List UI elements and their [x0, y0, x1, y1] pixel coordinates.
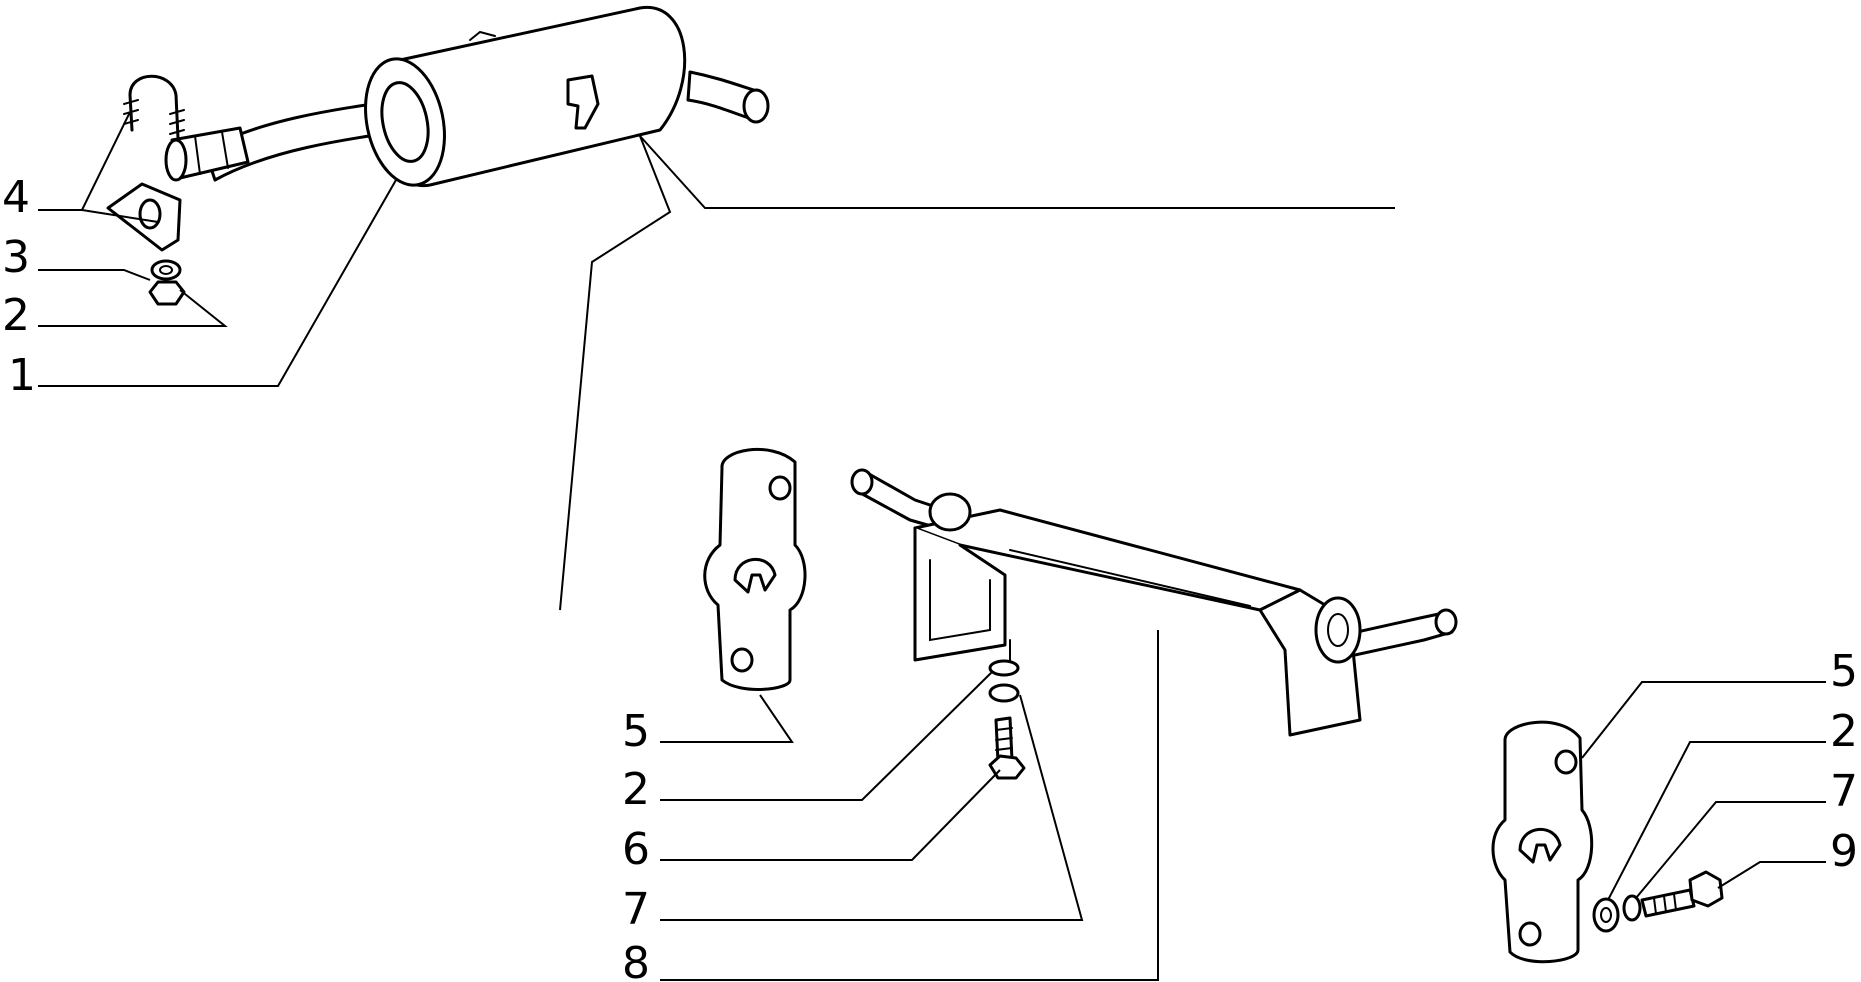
callout-3: 3: [2, 232, 30, 283]
callout-6: 6: [622, 824, 650, 875]
leader-lines: [38, 111, 1826, 981]
callout-7-right: 7: [1830, 766, 1858, 817]
callout-2-right: 2: [1830, 706, 1858, 757]
callout-numbers: 4 3 2 1 5 2 6 7 8 5 2 7 9: [2, 172, 1858, 982]
rubber-mount-right: [1491, 720, 1594, 964]
callout-5-mid: 5: [622, 706, 650, 757]
callout-8: 8: [622, 938, 650, 982]
rubber-mount-mid: [703, 448, 807, 691]
callout-2-mid: 2: [622, 764, 650, 815]
callout-7-mid: 7: [622, 884, 650, 935]
callout-5-right: 5: [1830, 646, 1858, 697]
u-bolt-clamp: [106, 74, 185, 252]
washer-bolt-right: [1592, 870, 1724, 933]
washer-nut-left: [148, 259, 186, 306]
callout-4: 4: [2, 172, 30, 223]
callout-1: 1: [8, 350, 36, 401]
support-bracket: [850, 468, 1458, 737]
washer-bolt-mid: [988, 639, 1026, 780]
callout-9: 9: [1830, 826, 1858, 877]
callout-2-left: 2: [2, 290, 30, 341]
muffler-assembly: [164, 6, 770, 187]
